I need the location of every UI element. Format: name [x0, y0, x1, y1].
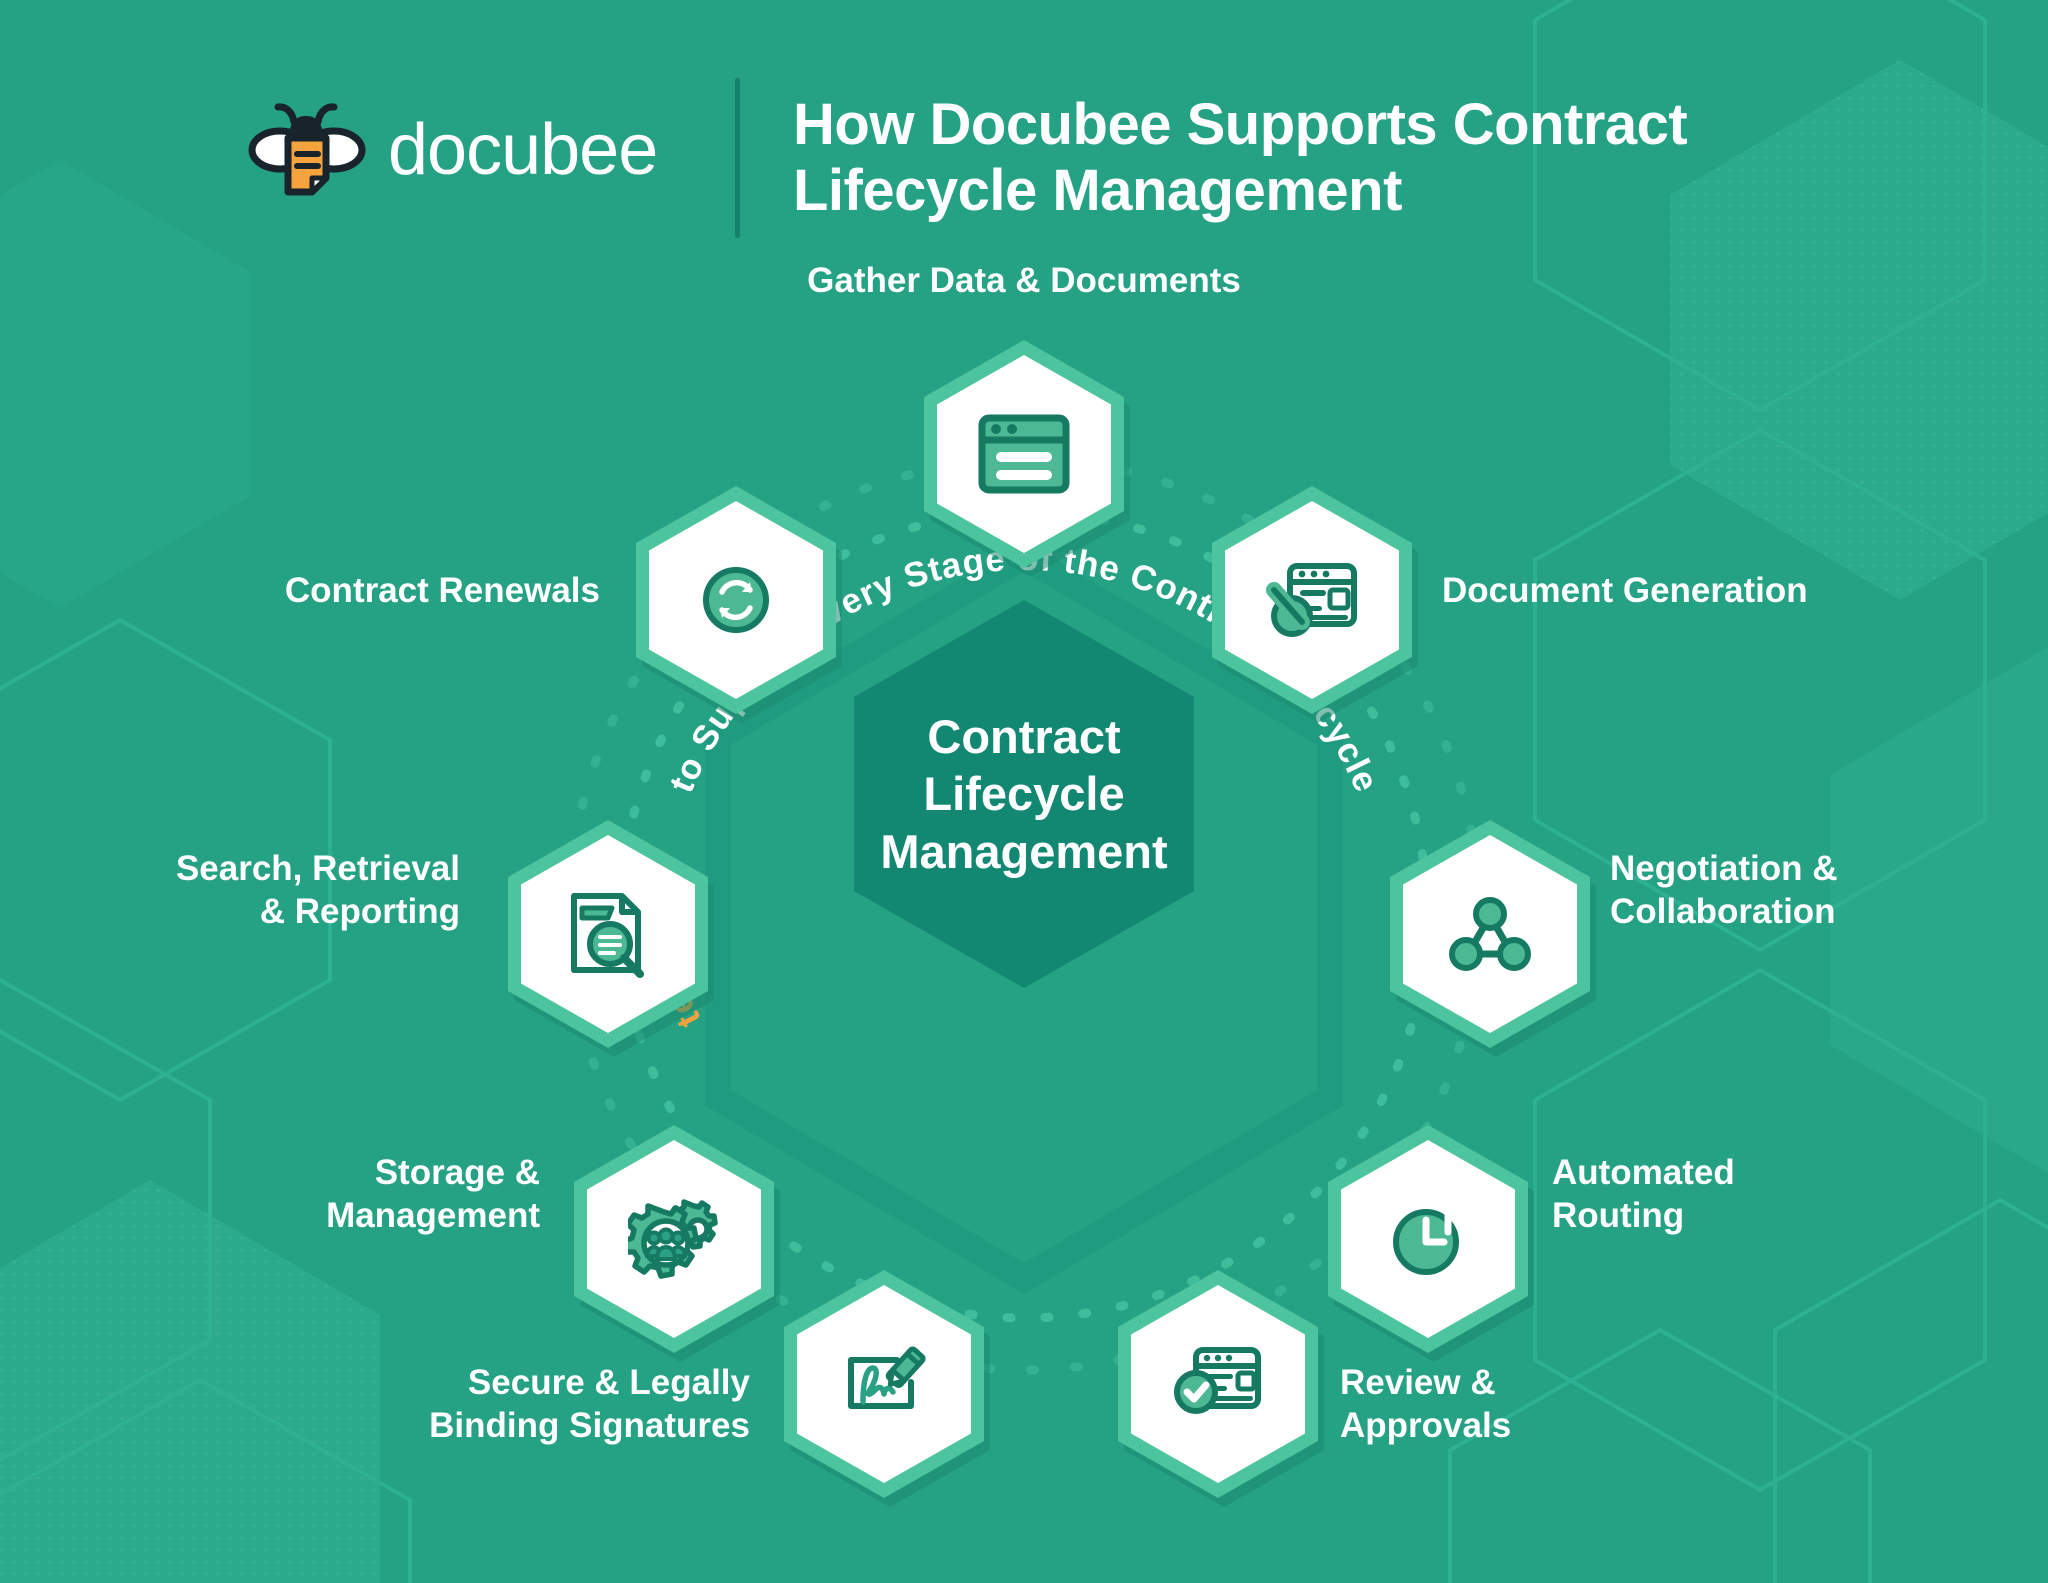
page-header: docubee How Docubee Supports Contract Li…: [0, 0, 2048, 270]
form-window-icon: [978, 414, 1070, 494]
stage-label-gather-data-documents: Gather Data & Documents: [807, 261, 1241, 300]
center-line-1: Contract: [927, 710, 1121, 763]
stage-node-gather-data-documents[interactable]: [924, 340, 1130, 577]
hex-inner: [1403, 835, 1577, 1033]
stage-node-review-approvals[interactable]: [1118, 1270, 1324, 1507]
bee-document-logo-icon: [248, 103, 366, 196]
cursor-window-icon: [1266, 563, 1357, 637]
brand-name: docubee: [388, 110, 658, 190]
center-line-2: Lifecycle: [923, 767, 1125, 821]
header-divider: [735, 78, 740, 238]
center-label: Contract Lifecycle Management: [880, 708, 1167, 880]
stage-node-storage-management[interactable]: [574, 1125, 780, 1362]
stage-label-document-generation: Document Generation: [1442, 571, 1808, 610]
hex-inner: [587, 1140, 761, 1338]
stage-node-negotiation-collaboration[interactable]: [1390, 820, 1596, 1057]
gear-people-icon: [628, 1199, 718, 1279]
refresh-cycle-icon: [703, 567, 769, 633]
hex-inner: [649, 501, 823, 699]
hex-inner: [521, 835, 695, 1033]
stage-label-search-retrieval-reporting: Search, Retrieval & Reporting: [175, 849, 460, 931]
document-search-icon: [571, 893, 644, 978]
lifecycle-wheel: to Support Every Stage of the Contract L…: [0, 261, 2048, 1583]
center-line-3: Management: [880, 824, 1168, 878]
stage-node-secure-legally-binding-signatures[interactable]: [784, 1270, 990, 1507]
hex-inner: [1225, 501, 1399, 699]
stage-label-review-approvals: Review & Approvals: [1340, 1363, 1512, 1445]
stage-node-search-retrieval-reporting[interactable]: [508, 820, 714, 1057]
stage-node-document-generation[interactable]: [1212, 486, 1418, 723]
stage-node-contract-renewals[interactable]: [636, 486, 842, 723]
stage-label-storage-management: Storage & Management: [326, 1153, 540, 1235]
hex-inner: [1341, 1140, 1515, 1338]
stage-node-automated-routing[interactable]: [1328, 1125, 1534, 1362]
window-check-icon: [1174, 1347, 1261, 1414]
hex-inner: [1131, 1285, 1305, 1483]
hex-inner: [797, 1285, 971, 1483]
stage-label-secure-legally-binding-signatures: Secure & Legally Binding Signatures: [429, 1363, 750, 1445]
hex-inner: [937, 355, 1111, 553]
stage-label-automated-routing: Automated Routing: [1552, 1153, 1735, 1235]
signature-pen-icon: [848, 1346, 926, 1409]
stage-label-negotiation-collaboration: Negotiation & Collaboration: [1610, 849, 1838, 931]
clock-rotate-icon: [1393, 1208, 1459, 1275]
stage-label-contract-renewals: Contract Renewals: [284, 571, 600, 610]
brand-logo[interactable]: docubee: [248, 100, 658, 200]
share-network-icon: [1449, 897, 1531, 971]
page-title: How Docubee Supports Contract Lifecycle …: [793, 92, 1688, 223]
